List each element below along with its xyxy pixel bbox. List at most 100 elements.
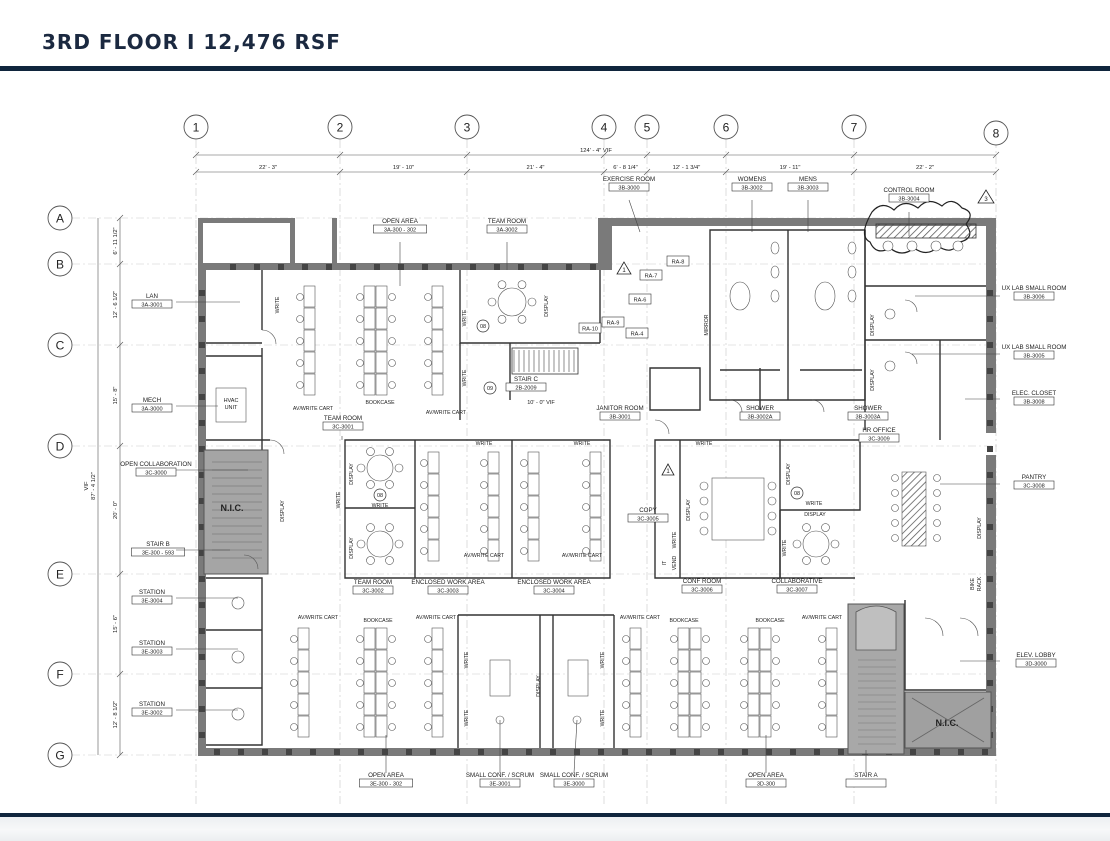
mullion <box>199 498 205 504</box>
room-name: SHOWER <box>854 405 882 412</box>
annotation: BIKE <box>970 578 976 590</box>
desk <box>427 517 440 540</box>
room-name: MENS <box>799 176 817 183</box>
grid-bubble <box>841 114 867 140</box>
chair <box>394 539 404 549</box>
annotation: DISPLAY <box>544 295 550 317</box>
dimension-tick <box>463 151 471 159</box>
mullion <box>199 654 205 660</box>
door-arc <box>654 419 670 435</box>
chair <box>290 657 298 665</box>
room-code: 3B-3003A <box>856 414 881 420</box>
mullion <box>199 680 205 686</box>
annotation: AV/WRITE CART <box>464 553 505 559</box>
desk <box>363 285 376 308</box>
chair <box>420 481 428 489</box>
room-name: TEAM ROOM <box>488 218 526 225</box>
room-code: 3E-3001 <box>489 781 510 787</box>
chair <box>520 525 528 533</box>
mullion <box>334 749 340 755</box>
desk <box>689 671 702 694</box>
chair <box>882 240 894 252</box>
desk <box>759 671 772 694</box>
chair <box>670 723 678 731</box>
room-name: OPEN COLLABORATION <box>120 461 191 468</box>
room-label-mens: MENS 3B-3003 <box>787 176 829 191</box>
room-code: 3E-3000 <box>563 781 584 787</box>
room-label-shower2: SHOWER 3B-3003A <box>847 405 889 420</box>
chair <box>356 315 364 323</box>
room-name: STATION <box>139 589 165 596</box>
annotation: VEND <box>672 556 678 571</box>
desk <box>375 351 388 374</box>
partition <box>780 439 861 511</box>
annotation: BOOKCASE <box>669 618 699 624</box>
grid-row-label: E <box>56 568 64 582</box>
chair <box>420 547 428 555</box>
chair <box>385 556 394 565</box>
annotation: WRITE <box>336 491 342 508</box>
mullion <box>199 524 205 530</box>
desk <box>487 473 500 496</box>
desk <box>297 649 310 672</box>
chair <box>699 511 709 521</box>
room-name: COLLABORATIVE <box>771 578 822 585</box>
chair <box>520 547 528 555</box>
mullion <box>590 264 596 270</box>
grid-row-label: D <box>56 440 65 454</box>
door-arc <box>243 554 259 570</box>
room-code-box <box>352 585 394 595</box>
room-code: 3C-3006 <box>691 587 712 593</box>
desk <box>527 517 540 540</box>
room-code: 3A-3002 <box>496 227 517 233</box>
room-code-box <box>131 595 173 605</box>
room-code-box <box>1013 291 1055 301</box>
mullion <box>694 749 700 755</box>
annotation: AV/WRITE CART <box>293 406 334 412</box>
column-span-dimension: 19' - 10" <box>393 165 414 171</box>
chair <box>802 523 811 532</box>
dimension-tick <box>116 751 124 759</box>
desk <box>375 627 388 650</box>
chair <box>702 723 710 731</box>
desk <box>363 373 376 396</box>
desk <box>375 373 388 396</box>
column-span-dimension: 6' - 8 1/4" <box>613 165 637 171</box>
stair-a-treads <box>858 659 896 745</box>
desk <box>487 451 500 474</box>
chair <box>740 701 748 709</box>
chair <box>767 526 777 536</box>
room-code: 3B-3003 <box>797 185 818 191</box>
chair <box>702 679 710 687</box>
chair <box>818 701 826 709</box>
desk <box>363 351 376 374</box>
grid-bubble <box>47 251 73 277</box>
elevator-cross <box>911 697 985 743</box>
partition <box>779 510 855 579</box>
annotation: DISPLAY <box>536 675 542 697</box>
desk <box>431 693 444 716</box>
desk <box>363 329 376 352</box>
mullion <box>987 316 993 322</box>
room-name: UX LAB SMALL ROOM <box>1002 344 1067 351</box>
control-console <box>875 223 977 239</box>
annotation: WRITE <box>462 309 468 326</box>
desk <box>375 693 388 716</box>
mullion <box>454 749 460 755</box>
chair <box>821 556 830 565</box>
partition <box>206 577 263 746</box>
room-code: 3B-3002A <box>748 414 773 420</box>
annotation: BOOKCASE <box>363 618 393 624</box>
room-code: 3E-300 - 593 <box>142 550 174 556</box>
room-name: SMALL CONF. / SCRUM <box>540 772 608 779</box>
room-code-box <box>553 778 595 788</box>
room-name: LAN <box>146 293 158 300</box>
chair <box>740 679 748 687</box>
toilet <box>847 265 857 279</box>
overall-dimension: 124' - 4" VIF <box>580 148 612 154</box>
door-arc <box>904 299 918 313</box>
chair <box>740 723 748 731</box>
